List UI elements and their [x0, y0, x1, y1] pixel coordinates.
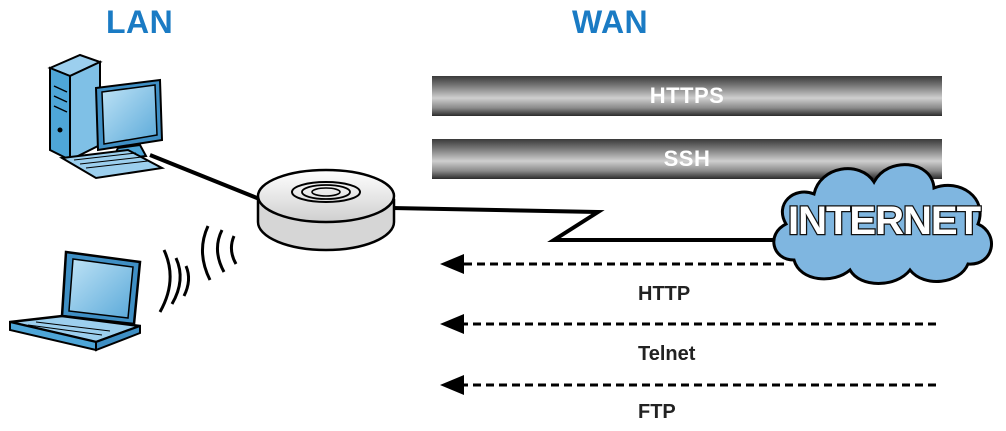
- https-label: HTTPS: [649, 83, 725, 108]
- laptop-icon: [9, 250, 142, 352]
- telnet-label: Telnet: [638, 343, 696, 365]
- wan-zone-label: WAN: [572, 4, 649, 40]
- desktop-router-link: [149, 153, 263, 202]
- ftp-label: FTP: [638, 401, 676, 423]
- ssh-label: SSH: [663, 146, 711, 171]
- lan-zone-label: LAN: [106, 4, 174, 40]
- telnet-dashed-arrow: [440, 314, 936, 334]
- router-internet-link: [391, 206, 780, 242]
- wifi-waves-icon: [158, 225, 238, 313]
- desktop-computer-icon: [47, 53, 166, 180]
- internet-label: INTERNET: [788, 199, 981, 243]
- https-band: HTTPS: [432, 76, 942, 116]
- http-dashed-arrow: [440, 254, 784, 274]
- access-point-router-icon: [256, 168, 396, 252]
- http-label: HTTP: [638, 283, 691, 305]
- cloud-icon: INTERNET: [772, 163, 993, 285]
- ftp-dashed-arrow: [440, 375, 936, 395]
